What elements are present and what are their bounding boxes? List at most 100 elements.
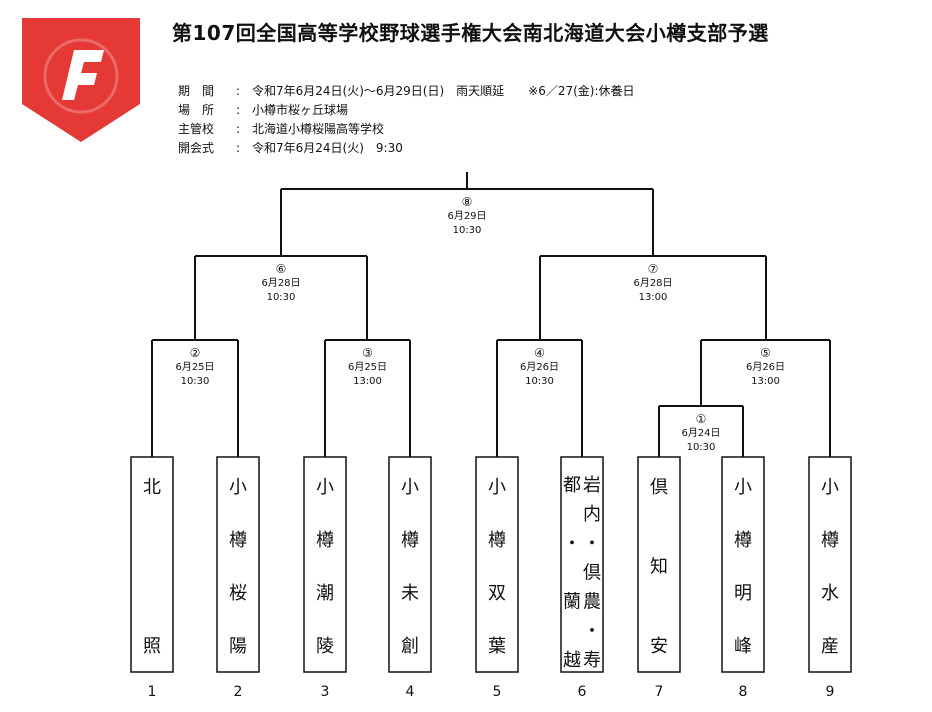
team-name-char: 内 <box>583 504 601 525</box>
info-colon: : <box>236 122 241 136</box>
match-date: 6月29日 <box>447 210 486 222</box>
team-name-char: 越 <box>563 650 581 671</box>
team-name-char: 葉 <box>488 636 506 657</box>
team-box <box>388 456 432 673</box>
team-name-char: 安 <box>650 636 668 657</box>
match-number: ② <box>190 346 201 360</box>
team-seed-number: 9 <box>826 684 835 700</box>
team-name-char: 樽 <box>734 530 752 551</box>
team-name-char: 蘭 <box>563 592 581 613</box>
federation-logo <box>22 18 140 142</box>
team-name-char: 農 <box>583 592 601 613</box>
info-value: 令和7年6月24日(火)〜6月29日(日) 雨天順延 ※6／27(金):休養日 <box>252 84 635 98</box>
info-colon: : <box>236 141 241 155</box>
team-box <box>637 456 681 673</box>
info-row: 開会式: 令和7年6月24日(火) 9:30 <box>178 139 403 156</box>
info-colon: : <box>236 103 241 117</box>
team-name-char: 樽 <box>401 530 419 551</box>
team-seed-number: 5 <box>493 684 502 700</box>
team-name-char: 小 <box>821 477 839 498</box>
team-name-char: 岩 <box>583 475 601 496</box>
team-box <box>721 456 765 673</box>
match-number: ⑤ <box>760 346 771 360</box>
team-name-char: 照 <box>143 636 161 657</box>
info-value: 北海道小樽桜陽高等学校 <box>252 122 385 136</box>
match-date: 6月26日 <box>746 361 785 373</box>
team-box <box>560 456 604 673</box>
team-name-char: 知 <box>650 557 668 578</box>
info-row: 主管校: 北海道小樽桜陽高等学校 <box>178 120 384 137</box>
team-name-char: 小 <box>401 477 419 498</box>
match-number: ⑧ <box>462 195 473 209</box>
team-seed-number: 2 <box>234 684 243 700</box>
info-label: 主管校 <box>178 122 215 136</box>
team-name-char: 創 <box>401 636 419 657</box>
match-time: 10:30 <box>181 376 210 387</box>
match-time: 10:30 <box>525 376 554 387</box>
match-time: 10:30 <box>267 292 296 303</box>
info-row: 場 所: 小樽市桜ヶ丘球場 <box>178 101 348 118</box>
info-value: 令和7年6月24日(火) 9:30 <box>252 141 403 155</box>
team-name-char: 産 <box>821 636 839 657</box>
match-time: 13:00 <box>353 376 382 387</box>
team-seed-number: 8 <box>739 684 748 700</box>
match-time: 10:30 <box>453 225 482 236</box>
match-date: 6月26日 <box>520 361 559 373</box>
info-label: 期 間 <box>178 84 215 98</box>
team-name-char: 倶 <box>583 563 601 584</box>
team-name-char: ・ <box>563 533 581 554</box>
team-name-char: 小 <box>316 477 334 498</box>
team-box <box>130 456 174 673</box>
page-title: 第107回全国高等学校野球選手権大会南北海道大会小樽支部予選 <box>172 21 769 45</box>
team-seed-number: 7 <box>655 684 664 700</box>
team-name-char: 北 <box>143 477 161 498</box>
team-name-char: 小 <box>488 477 506 498</box>
info-label: 開会式 <box>178 141 215 155</box>
team-name-char: 未 <box>401 583 419 604</box>
info-colon: : <box>236 84 241 98</box>
team-name-char: 潮 <box>316 583 334 604</box>
team-name-char: 水 <box>821 583 839 604</box>
match-number: ⑦ <box>648 262 659 276</box>
team-seed-number: 6 <box>578 684 587 700</box>
team-name-char: ・ <box>583 533 601 554</box>
match-date: 6月28日 <box>633 277 672 289</box>
team-name-char: 都 <box>563 475 581 496</box>
match-time: 13:00 <box>751 376 780 387</box>
info-label: 場 所 <box>178 103 215 117</box>
match-number: ⑥ <box>276 262 287 276</box>
team-name-char: 桜 <box>229 583 247 604</box>
match-date: 6月28日 <box>261 277 300 289</box>
match-time: 13:00 <box>639 292 668 303</box>
match-number: ① <box>696 412 707 426</box>
team-name-char: 陵 <box>316 636 334 657</box>
team-name-char: 陽 <box>229 636 247 657</box>
info-row: 期 間: 令和7年6月24日(火)〜6月29日(日) 雨天順延 ※6／27(金):… <box>178 82 635 99</box>
team-seed-number: 3 <box>321 684 330 700</box>
team-box <box>303 456 347 673</box>
match-number: ③ <box>362 346 373 360</box>
team-box <box>808 456 852 673</box>
team-name-char: 峰 <box>734 636 752 657</box>
team-name-char: 明 <box>734 583 752 604</box>
team-name-char: 樽 <box>316 530 334 551</box>
match-time: 10:30 <box>687 442 716 453</box>
team-name-char: 倶 <box>650 477 668 498</box>
team-seed-number: 4 <box>406 684 415 700</box>
team-box <box>475 456 519 673</box>
team-name-char: 双 <box>488 583 506 604</box>
match-date: 6月25日 <box>175 361 214 373</box>
match-number: ④ <box>534 346 545 360</box>
team-name-char: 小 <box>229 477 247 498</box>
team-seed-number: 1 <box>148 684 157 700</box>
team-box <box>216 456 260 673</box>
team-name-char: 樽 <box>488 530 506 551</box>
team-name-char: 樽 <box>229 530 247 551</box>
team-name-char: ・ <box>583 621 601 642</box>
team-name-char: 樽 <box>821 530 839 551</box>
match-date: 6月24日 <box>681 427 720 439</box>
team-name-char: 小 <box>734 477 752 498</box>
info-value: 小樽市桜ヶ丘球場 <box>252 103 349 117</box>
team-name-char: 寿 <box>583 650 601 671</box>
